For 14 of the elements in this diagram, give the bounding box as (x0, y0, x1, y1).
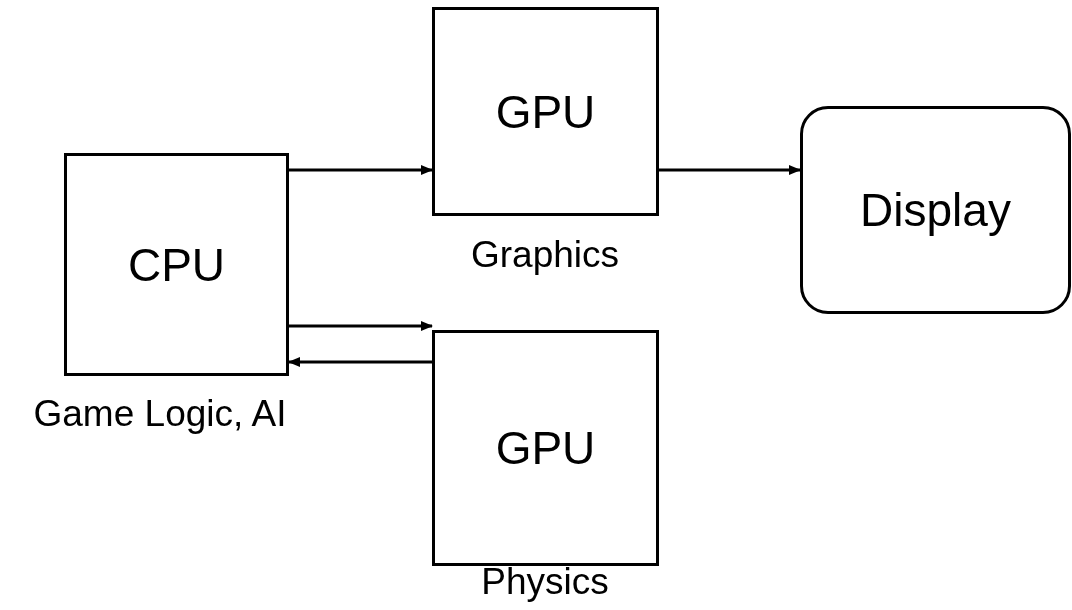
process-box (432, 330, 659, 566)
caption-text: Graphics (469, 233, 621, 277)
node-label: GPU (495, 425, 596, 471)
node-label: GPU (495, 88, 596, 135)
process-box (432, 7, 659, 216)
arrow (288, 357, 432, 367)
rounded-box (800, 106, 1071, 314)
node-label: CPU (127, 241, 226, 288)
process-box (64, 153, 289, 376)
caption-text: Game Logic, AI (32, 392, 288, 436)
arrow (289, 165, 433, 175)
arrow (289, 321, 433, 331)
caption-text: Physics (480, 560, 610, 604)
arrow (659, 165, 801, 175)
